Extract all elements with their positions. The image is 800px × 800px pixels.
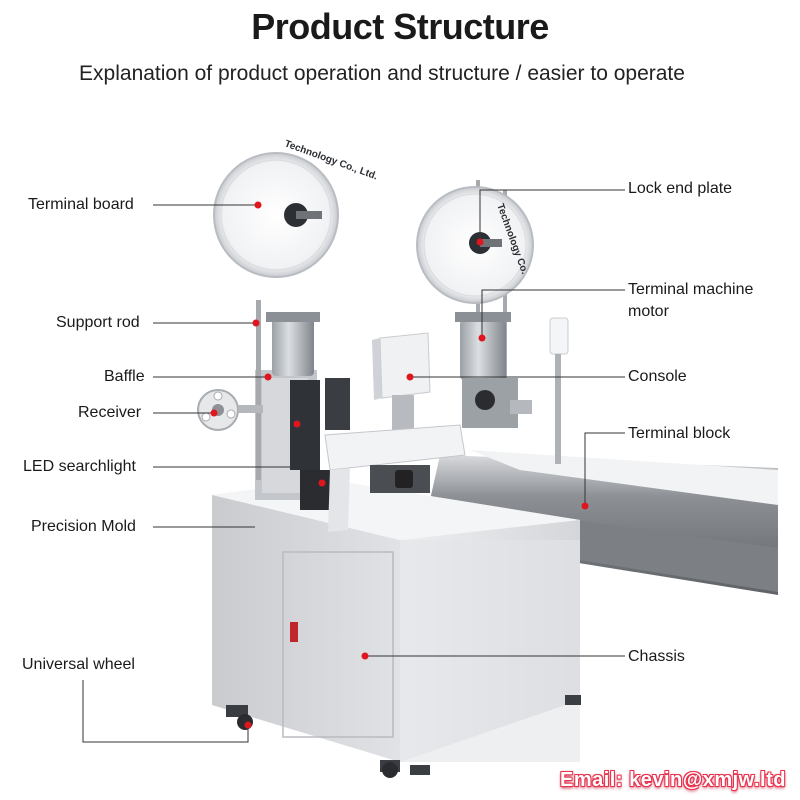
chassis-door bbox=[282, 551, 394, 738]
marker-led-searchlight bbox=[293, 420, 301, 428]
side-post bbox=[549, 317, 569, 464]
page-subtitle: Explanation of product operation and str… bbox=[79, 62, 685, 85]
marker-baffle bbox=[264, 373, 272, 381]
right-motor bbox=[455, 312, 532, 428]
label-chassis: Chassis bbox=[628, 648, 685, 665]
label-universal-wheel: Universal wheel bbox=[22, 656, 135, 673]
center-platform bbox=[324, 424, 466, 532]
marker-lock-end-plate bbox=[476, 238, 484, 246]
label-console: Console bbox=[628, 368, 687, 385]
door-lock bbox=[290, 622, 298, 642]
label-motor: motor bbox=[628, 303, 669, 320]
label-baffle: Baffle bbox=[104, 368, 145, 385]
label-terminal-machine: Terminal machine bbox=[628, 281, 754, 298]
label-terminal-board: Terminal board bbox=[28, 196, 134, 213]
marker-receiver bbox=[210, 409, 218, 417]
page-title: Product Structure bbox=[251, 6, 549, 47]
label-precision-mold: Precision Mold bbox=[31, 518, 136, 535]
label-terminal-block: Terminal block bbox=[628, 425, 731, 442]
label-receiver: Receiver bbox=[78, 404, 142, 421]
label-lock-end-plate: Lock end plate bbox=[628, 180, 733, 197]
contact-email[interactable]: Email: kevin@xmjw.ltd bbox=[560, 769, 786, 791]
marker-precision-mold bbox=[318, 479, 326, 487]
marker-console bbox=[406, 373, 414, 381]
right-terminal-reel: Technology Co. bbox=[416, 186, 534, 304]
left-motor bbox=[266, 312, 320, 376]
left-terminal-reel: Technology Co., Ltd. bbox=[213, 138, 379, 278]
label-led-searchlight: LED searchlight bbox=[23, 458, 136, 475]
marker-terminal-board bbox=[254, 201, 262, 209]
chassis bbox=[212, 480, 580, 762]
callout-markers bbox=[210, 201, 589, 729]
label-support-rod: Support rod bbox=[56, 314, 140, 331]
marker-support-rod bbox=[252, 319, 260, 327]
marker-universal-wheel bbox=[244, 721, 252, 729]
console bbox=[372, 332, 431, 430]
leader-lines bbox=[82, 189, 625, 743]
receiver-wheel bbox=[197, 389, 263, 431]
marker-terminal-block bbox=[581, 502, 589, 510]
universal-wheels bbox=[226, 695, 581, 778]
marker-chassis bbox=[361, 652, 369, 660]
marker-terminal-motor bbox=[478, 334, 486, 342]
left-housing bbox=[255, 370, 350, 510]
